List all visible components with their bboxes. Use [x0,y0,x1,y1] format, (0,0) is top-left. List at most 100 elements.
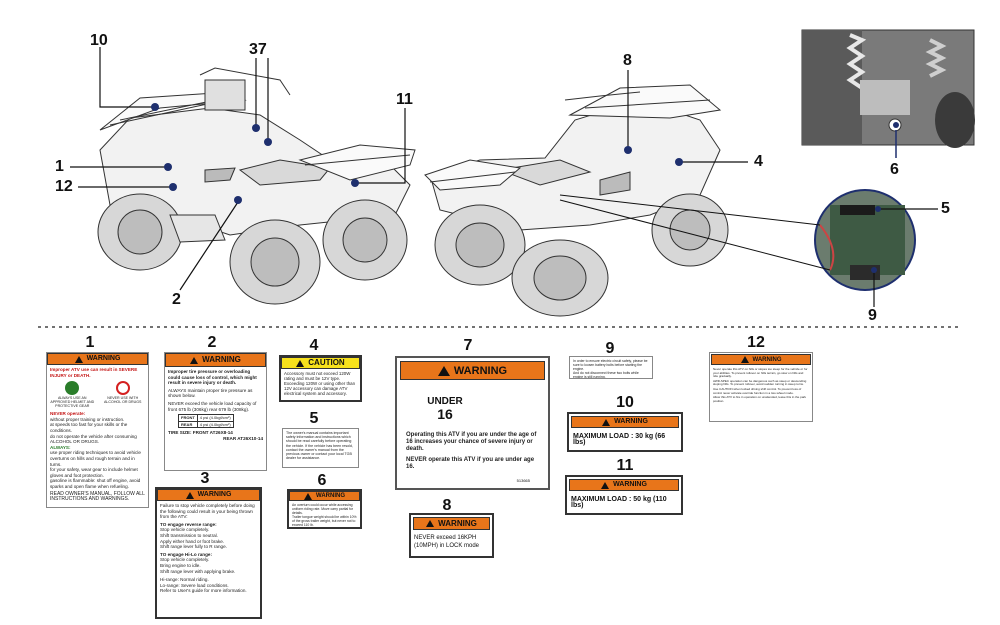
panel-number-8: 8 [442,497,452,514]
label-8: WARNING NEVER exceed 16KPH (10MPH) in LO… [409,513,494,558]
label-1-never: NEVER operate: [50,411,86,417]
label-4-header: CAUTION [308,358,345,367]
label-12-t3: Use CAUTION when locked driving shift co… [713,386,802,395]
label-1: WARNING Improper ATV use can result in S… [46,352,149,508]
label-2-tire1: TIRE SIZE: FRONT AT26X8-14 [168,430,233,436]
leader-lines [70,47,938,307]
panel-number-1: 1 [85,334,95,351]
label-1-footer: READ OWNER'S MANUAL, FOLLOW ALL INSTRUCT… [50,490,145,503]
callout-10: 10 [90,32,108,49]
panel-number-4: 4 [309,337,319,354]
label-12-t1: Never operate this ATV on hills or slope… [713,367,808,379]
label-7: WARNING UNDER 16 Operating this ATV if y… [395,356,550,490]
label-11-text: MAXIMUM LOAD : 50 kg (110 lbs) [571,496,667,509]
label-10-header: WARNING [614,418,648,425]
label-7-code: 513665 [516,478,530,483]
label-8-header: WARNING [438,518,477,528]
label-12: WARNING Never operate this ATV on hills … [709,352,813,422]
warning-triangle-icon [74,355,83,363]
panel-number-9: 9 [605,340,615,357]
panel-number-3: 3 [200,470,210,487]
callout-dots [151,103,899,273]
label-2-p2: ALWAYS maintain proper tire pressure as … [168,387,253,399]
label-4-text: Accessory must not exceed 120W rating an… [284,371,356,396]
label-3-p4: Hi-range: Normal riding. Lo-range: Sever… [160,577,247,594]
warning-triangle-icon [426,520,435,527]
warning-triangle-icon [437,365,450,376]
label-7-sign-top: UNDER [427,396,463,407]
label-2-p3: NEVER exceed the vehicle load capacity o… [168,400,257,412]
label-7-header: WARNING [453,364,508,377]
label-12-header: WARNING [752,356,782,363]
label-11: WARNING MAXIMUM LOAD : 50 kg (110 lbs) [565,475,683,515]
label-12-t2: AWD-SPEC operation can be dangerous such… [713,378,807,387]
circular-detail [559,189,916,291]
warning-triangle-icon [185,491,194,499]
label-6-header: WARNING [316,493,345,499]
label-3-p1: Failure to stop vehicle completely befor… [160,503,255,520]
callout-11: 11 [396,91,413,108]
label-10-text: MAXIMUM LOAD : 30 kg (66 lbs) [573,433,666,446]
label-9: In order to ensure electric circuit safe… [569,356,653,379]
label-7-p2: NEVER operate this ATV if you are under … [406,457,535,470]
label-8-text2: (10MPH) in LOCK mode [414,543,480,549]
label-3-header: WARNING [197,491,232,498]
callout-1: 1 [55,158,64,175]
label-1-icon2-text: NEVER USE WITH ALCOHOL OR DRUGS [104,396,142,405]
label-2-p1: Improper tire pressure or overloading co… [168,369,257,386]
label-1-always: ALWAYS: [50,444,71,450]
label-11-header: WARNING [613,481,647,488]
label-1-never-text: without proper training or instruction. … [50,416,137,445]
callout-5: 5 [941,200,950,217]
label-3-p2-text: Stop vehicle completely. Shift transmiss… [160,527,227,550]
panel-number-7: 7 [463,337,473,354]
label-4: CAUTION Accessory must not exceed 120W r… [279,355,362,402]
caution-triangle-icon [296,359,305,367]
label-5-text: The owner's manual contains important sa… [286,431,353,461]
label-7-sign-num: 16 [437,406,453,422]
panel-number-11: 11 [616,457,634,474]
callout-2: 2 [172,291,181,308]
callout-9: 9 [868,307,877,324]
label-1-header: WARNING [86,355,121,362]
label-6: WARNING An overturn could occur while ac… [287,489,362,529]
panel-number-10: 10 [616,394,634,411]
callout-4: 4 [754,153,763,170]
label-3: WARNING Failure to stop vehicle complete… [155,487,262,619]
callout-6: 6 [890,161,899,178]
panel-number-12: 12 [747,334,765,351]
atv-right-view [424,84,729,317]
label-10: WARNING MAXIMUM LOAD : 30 kg (66 lbs) [567,412,683,452]
label-2-header: WARNING [202,355,241,364]
no-alcohol-icon [115,381,130,396]
warning-triangle-icon [304,492,312,500]
label-1-title: Improper ATV use can result in SEVERE IN… [50,367,138,378]
label-5: The owner's manual contains important sa… [282,428,359,468]
warning-triangle-icon [740,356,749,363]
callout-12: 12 [55,178,73,195]
label-12-t4: Allow this ATV to fire in operation on u… [713,395,806,403]
label-6-text: An overturn could occur while accessing … [292,503,357,529]
label-2: WARNING Improper tire pressure or overlo… [164,352,267,471]
callout-37: 37 [249,41,267,58]
label-7-p1: Operating this ATV if you are under the … [406,432,537,452]
panel-number-5: 5 [309,410,319,427]
warning-triangle-icon [601,481,610,489]
panel-number-2: 2 [207,334,217,351]
atv-left-view [97,67,416,305]
label-3-p3-text: Stop vehicle completely. Bring engine to… [160,557,236,574]
panel-number-6: 6 [317,472,327,489]
callout-8: 8 [623,52,632,69]
label-1-always-text: use proper riding techniques to avoid ve… [50,450,141,489]
label-2-tire2: REAR AT26X10-14 [223,435,263,441]
warning-triangle-icon [190,356,199,364]
warning-triangle-icon [602,418,611,426]
label-1-icon1-text: ALWAYS USE AN APPROVED HELMET AND PROTEC… [50,396,95,409]
inset-photo [801,29,975,158]
label-3-p2: TO engage reverse range: [160,521,217,527]
label-8-text1: NEVER exceed 16KPH [414,535,477,541]
helmet-icon [65,381,80,396]
label-9-text: In order to ensure electric circuit safe… [573,359,648,379]
